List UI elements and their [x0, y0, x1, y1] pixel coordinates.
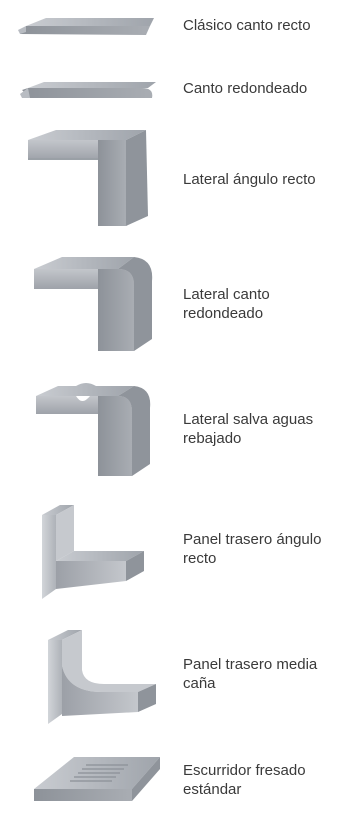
- profile-label: Escurridor fresado estándar: [183, 762, 306, 798]
- profile-label: Lateral salva aguas rebajado: [183, 411, 314, 447]
- back-panel-right-angle-icon: [6, 501, 166, 611]
- profile-label: Lateral ángulo recto: [183, 171, 316, 188]
- side-right-angle-icon: [6, 126, 166, 236]
- profile-label: Lateral canto redondeado: [183, 286, 270, 322]
- straight-edge-countertop-icon: [6, 8, 166, 98]
- milled-drainer-icon: [6, 751, 166, 815]
- side-rounded-edge-icon: [6, 251, 166, 361]
- back-panel-cove-icon: [6, 626, 166, 736]
- profile-label: Panel trasero media caña: [183, 656, 318, 692]
- profile-label: Clásico canto recto: [183, 17, 311, 34]
- side-recessed-drip-edge-icon: [6, 376, 166, 486]
- rounded-edge-countertop-icon: [6, 76, 166, 166]
- profile-label: Panel trasero ángulo recto: [183, 531, 322, 567]
- profile-label: Canto redondeado: [183, 80, 308, 97]
